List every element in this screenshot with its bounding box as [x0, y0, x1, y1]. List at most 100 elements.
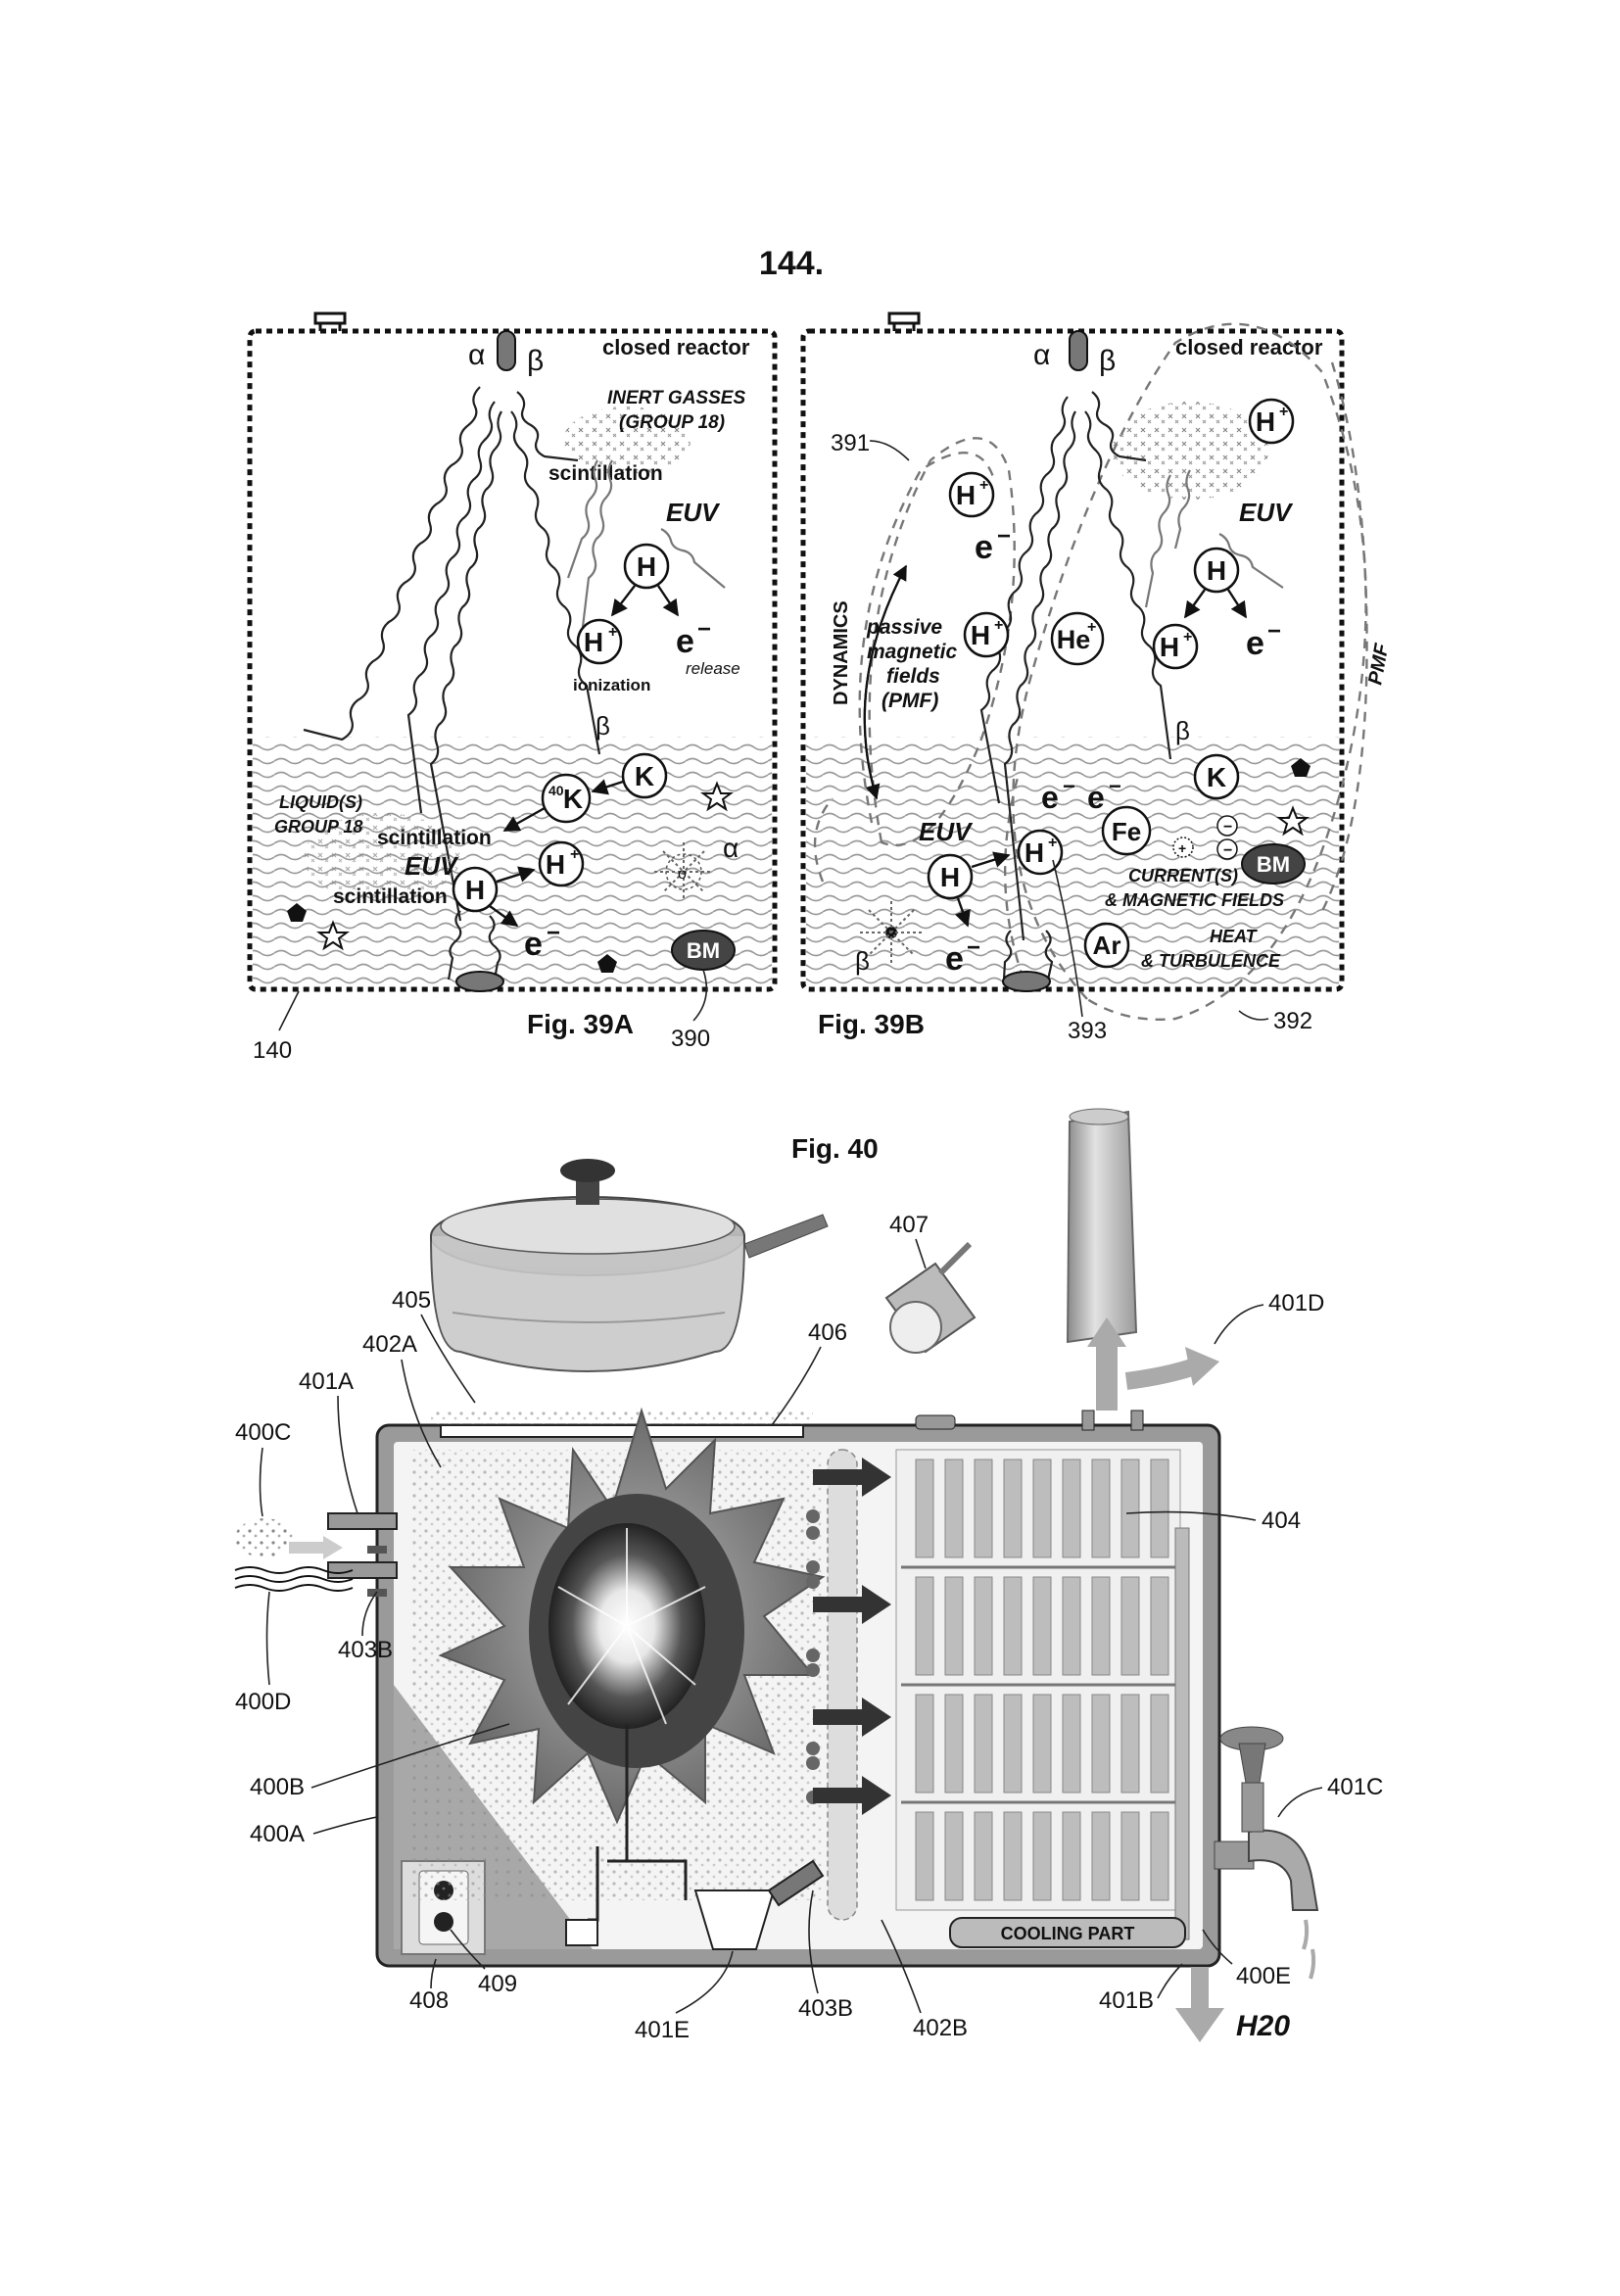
potassium-label: K [635, 761, 654, 791]
figure-40: Fig. 40 [235, 1109, 1383, 2043]
ref-400c: 400C [235, 1419, 291, 1446]
ref-404: 404 [1262, 1507, 1301, 1534]
svg-text:+: + [1087, 619, 1096, 636]
scintillation-top-label: scintillation [548, 462, 663, 485]
svg-text:+: + [979, 477, 988, 494]
ref-402a: 402A [362, 1331, 417, 1358]
bottom-emitter [456, 972, 503, 991]
top-window [441, 1425, 803, 1437]
svg-text:−: − [1063, 774, 1075, 798]
liquids-group-label: GROUP 18 [274, 817, 362, 837]
svg-text:−: − [547, 920, 560, 946]
svg-text:+: + [994, 617, 1003, 634]
hydrogen-lower-label: H [465, 875, 485, 905]
svg-text:−: − [967, 934, 980, 961]
hydrogen-ion-lower-label: H [1024, 837, 1044, 868]
svg-text:+: + [1178, 840, 1186, 856]
ref-409: 409 [478, 1971, 517, 1997]
ref-401d: 401D [1268, 1290, 1324, 1316]
svg-text:−: − [1109, 774, 1121, 798]
hydrogen-ion-label: H [1160, 632, 1179, 662]
hydrogen-label: H [637, 551, 656, 582]
iron-label: Fe [1112, 817, 1141, 846]
svg-text:+: + [608, 624, 617, 641]
hydrogen-label: H [1207, 555, 1226, 586]
ref-401c: 401C [1327, 1774, 1383, 1800]
particle-input [235, 1518, 294, 1557]
svg-text:−: − [997, 523, 1011, 550]
beta-label: β [1099, 345, 1116, 377]
ref-406: 406 [808, 1319, 847, 1346]
electron-label: e [1246, 625, 1264, 662]
helium-ion-label: He [1057, 625, 1091, 654]
bottom-emitter [1003, 972, 1050, 991]
euv-top-label: EUV [1239, 498, 1294, 527]
potassium-label: K [1207, 762, 1226, 792]
ref-405: 405 [392, 1287, 431, 1314]
glass-pot [431, 1159, 828, 1371]
valve-icon [889, 313, 919, 331]
svg-text:−: − [1223, 842, 1232, 859]
closed-reactor-label: closed reactor [1175, 335, 1323, 359]
drain-pipe [1175, 1528, 1189, 1939]
alpha-label: α [468, 339, 485, 371]
ionization-label: ionization [573, 676, 650, 694]
ref-401a: 401A [299, 1368, 354, 1395]
hydrogen-ion-lower-label: H [546, 849, 565, 880]
water-tap-icon [1215, 1727, 1317, 1979]
svg-text:+: + [570, 846, 579, 863]
figure-39b: α β closed reactor EUV H + e − H + He + [803, 313, 1393, 1044]
electron-label: e [676, 623, 694, 660]
svg-text:+: + [1048, 835, 1057, 851]
ref-400b: 400B [250, 1774, 305, 1800]
pmf-line-3: fields [886, 665, 940, 688]
scintillation-mid-label: scintillation [377, 827, 492, 849]
euv-top-label: EUV [666, 498, 721, 527]
exhaust-arrow-right [1126, 1366, 1195, 1381]
ref-392: 392 [1273, 1008, 1312, 1034]
beta-label: β [527, 345, 544, 377]
cooling-racks [896, 1450, 1180, 1910]
pmf-line-4: (PMF) [881, 690, 938, 712]
scintillation-low-label: scintillation [333, 885, 448, 908]
k40-label: K [563, 784, 583, 814]
inert-gasses-label: INERT GASSES [607, 388, 745, 408]
ref-391: 391 [831, 430, 870, 456]
hydrogen-ion-label: H [956, 480, 976, 510]
svg-text:o: o [678, 866, 687, 883]
svg-text:−: − [1223, 819, 1232, 836]
beta-lower-label: β [1175, 716, 1190, 745]
k40-superscript: 40 [548, 783, 564, 798]
alpha-lower-label: α [723, 833, 739, 863]
figure-39a: α β closed reactor INERT GASSES (GROUP 1… [250, 264, 775, 1064]
socket-outlet-lower [434, 1912, 453, 1932]
ref-400d: 400D [235, 1689, 291, 1715]
dynamics-label: DYNAMICS [831, 600, 852, 705]
emitter-capsule [1070, 331, 1087, 370]
svg-text:−: − [1267, 618, 1281, 645]
chimney-pipe [1068, 1109, 1136, 1342]
heat-label: HEAT [1210, 927, 1259, 946]
euv-mid-label: EUV [405, 851, 459, 881]
euv-low-label: EUV [919, 817, 974, 846]
ref-390: 390 [671, 1026, 710, 1052]
inert-gas-cloud [1112, 402, 1268, 500]
electron-label: e [975, 529, 993, 566]
hydrogen-ion-label: H [971, 620, 990, 650]
hydrogen-lower-label: H [940, 862, 960, 892]
hydrogen-ion-label: H [1256, 407, 1275, 437]
ref-401e: 401E [635, 2017, 690, 2043]
ref-400a: 400A [250, 1821, 305, 1847]
alpha-label: α [1033, 339, 1050, 371]
ref-400e: 400E [1236, 1963, 1291, 1989]
closed-reactor-label: closed reactor [602, 335, 750, 359]
svg-text:−: − [697, 616, 711, 643]
group-18-label: (GROUP 18) [619, 412, 725, 433]
inlet-pipe-lower [328, 1562, 397, 1578]
release-label: release [686, 659, 740, 678]
pmf-line-2: magnetic [867, 641, 958, 663]
turbulence-label: & TURBULENCE [1141, 951, 1281, 971]
ref-403b-bottom: 403B [798, 1995, 853, 2022]
